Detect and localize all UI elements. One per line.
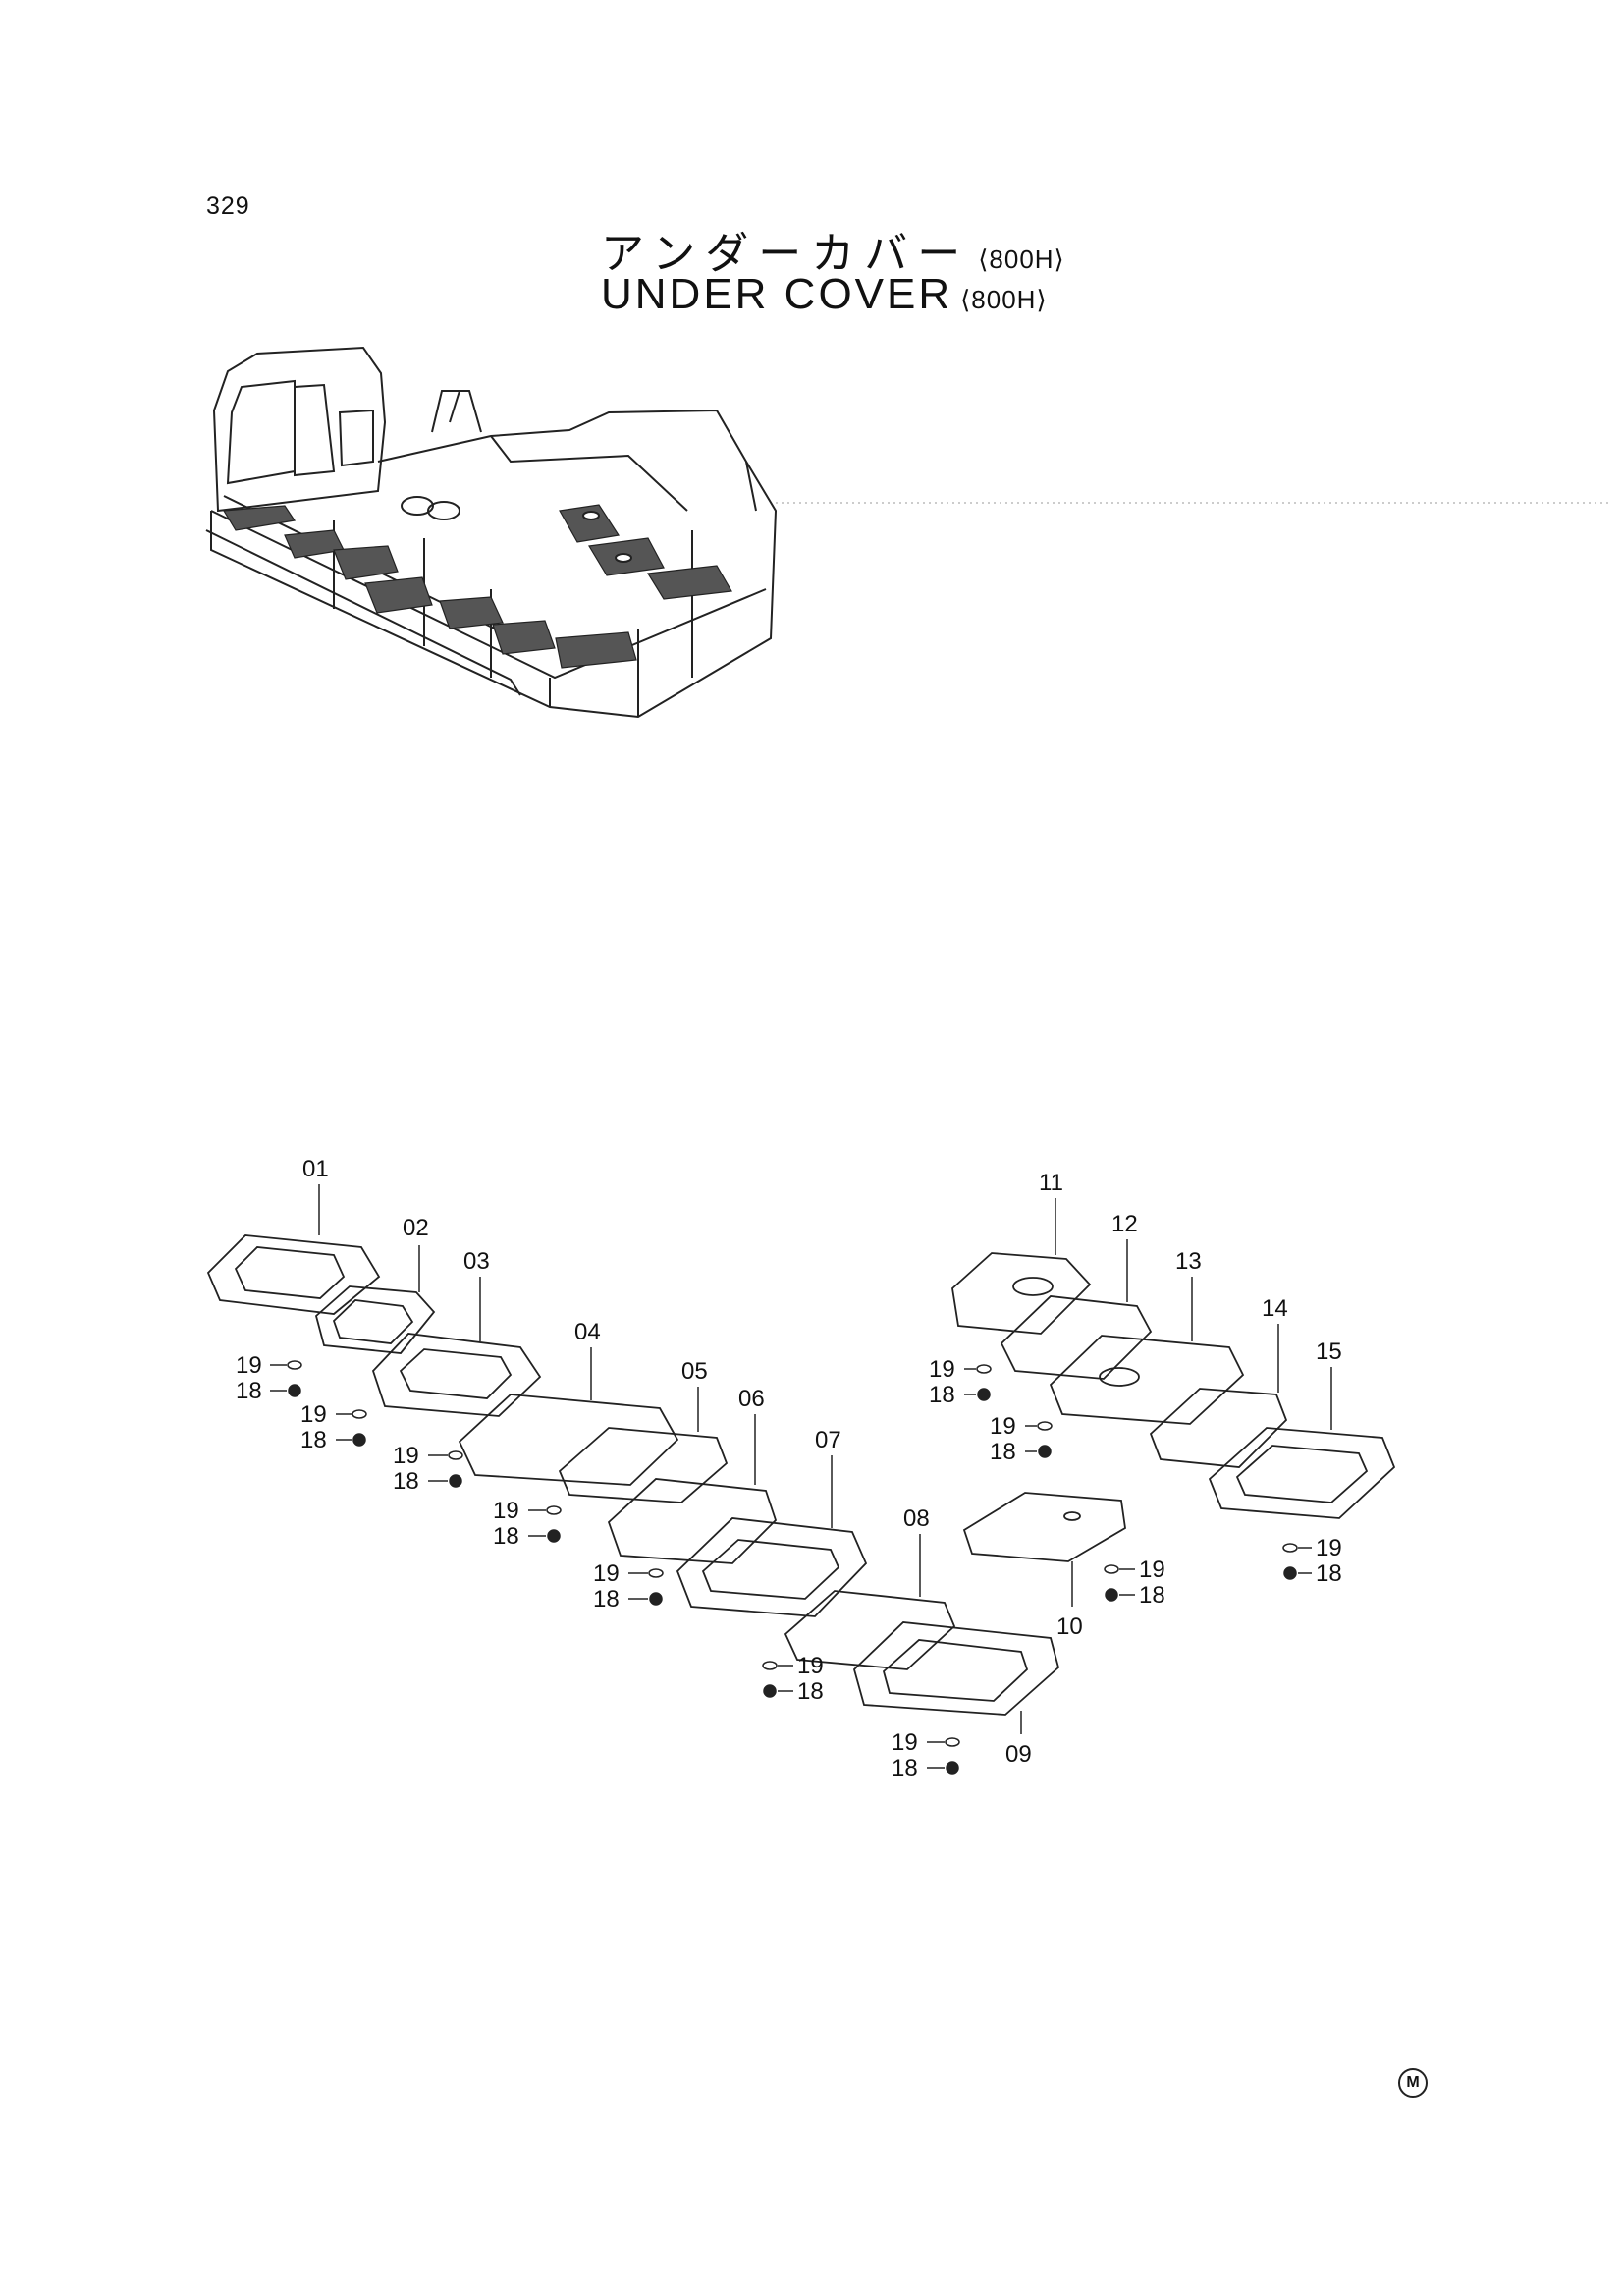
label-10: 10: [1056, 1613, 1083, 1640]
washer-label: 19: [990, 1413, 1016, 1440]
washer-label: 19: [593, 1560, 620, 1587]
part-11-shape: [951, 1252, 1092, 1335]
washer-label: 19: [797, 1653, 824, 1679]
label-09: 09: [1005, 1741, 1032, 1768]
part-14-shape: [1149, 1388, 1288, 1468]
part-03-shape: [371, 1333, 542, 1417]
fastener-set-7: [927, 1737, 960, 1775]
page-number: 329: [206, 192, 250, 220]
label-05: 05: [681, 1358, 708, 1385]
label-03: 03: [463, 1248, 490, 1275]
washer-label: 19: [236, 1352, 262, 1379]
part-07-shape: [676, 1517, 868, 1617]
title-japanese: アンダーカバー⟨800H⟩: [601, 230, 1065, 278]
bolt-label: 18: [892, 1755, 918, 1781]
fastener-set-3: [428, 1450, 463, 1488]
part-15-shape: [1208, 1427, 1396, 1519]
label-11: 11: [1039, 1170, 1063, 1196]
label-06: 06: [738, 1386, 765, 1412]
bolt-label: 18: [300, 1427, 327, 1453]
hardware-labels: 19 18 19 18 19 18 19 18 19 18 19 18 19 1…: [236, 1352, 1342, 1781]
part-13-shape: [1049, 1335, 1245, 1425]
bolt-label: 18: [593, 1586, 620, 1613]
bolt-label: 18: [493, 1523, 519, 1550]
part-08-shape: [784, 1590, 956, 1670]
label-14: 14: [1262, 1295, 1288, 1322]
label-04: 04: [574, 1319, 601, 1345]
washer-label: 19: [493, 1498, 519, 1524]
title-english: UNDER COVER⟨800H⟩: [601, 270, 1048, 318]
bolt-label: 18: [1139, 1582, 1165, 1609]
fastener-set-5: [628, 1568, 664, 1606]
part-labels: 01 02 03 04 05 06 07 08 09 10 11 12 13 1…: [302, 1156, 1342, 1768]
washer-label: 19: [892, 1729, 918, 1756]
part-01-shape: [206, 1234, 381, 1315]
fastener-set-6: [762, 1661, 793, 1698]
variant-label: ⟨800H⟩: [960, 285, 1048, 314]
label-13: 13: [1175, 1248, 1202, 1275]
variant-label: ⟨800H⟩: [978, 245, 1065, 274]
fastener-set-8: [1104, 1564, 1135, 1602]
fastener-set-10: [1025, 1421, 1053, 1458]
part-09-shape: [852, 1621, 1060, 1716]
fastener-set-9: [964, 1364, 992, 1401]
bolt-label: 18: [393, 1468, 419, 1495]
part-06-shape: [607, 1478, 778, 1564]
washer-label: 19: [300, 1401, 327, 1428]
fastener-set-2: [336, 1409, 367, 1447]
bolt-label: 18: [236, 1378, 262, 1404]
excavator-overview: [205, 346, 778, 719]
label-15: 15: [1316, 1339, 1342, 1365]
washer-label: 19: [929, 1356, 955, 1383]
fastener-set-11: [1282, 1543, 1312, 1580]
label-12: 12: [1111, 1211, 1138, 1237]
part-02-shape: [314, 1285, 436, 1354]
part-12-shape: [1000, 1295, 1153, 1380]
fastener-set-4: [528, 1505, 562, 1543]
cover-panels-right: [951, 1252, 1396, 1562]
maker-mark: M: [1398, 2068, 1428, 2098]
cover-panels-left: [206, 1234, 1060, 1716]
fasteners: [270, 1360, 1312, 1775]
label-02: 02: [403, 1215, 429, 1241]
washer-label: 19: [1139, 1557, 1165, 1583]
label-01: 01: [302, 1156, 329, 1182]
leader-lines: [318, 1184, 1332, 1734]
washer-label: 19: [1316, 1535, 1342, 1561]
part-10-shape: [962, 1492, 1126, 1562]
part-04-shape: [458, 1394, 679, 1486]
part-05-shape: [558, 1427, 729, 1503]
bolt-label: 18: [929, 1382, 955, 1408]
bolt-label: 18: [797, 1678, 824, 1705]
washer-label: 19: [393, 1443, 419, 1469]
bolt-label: 18: [1316, 1560, 1342, 1587]
label-07: 07: [815, 1427, 841, 1453]
fastener-set-1: [270, 1360, 302, 1397]
label-08: 08: [903, 1505, 930, 1532]
bolt-label: 18: [990, 1439, 1016, 1465]
